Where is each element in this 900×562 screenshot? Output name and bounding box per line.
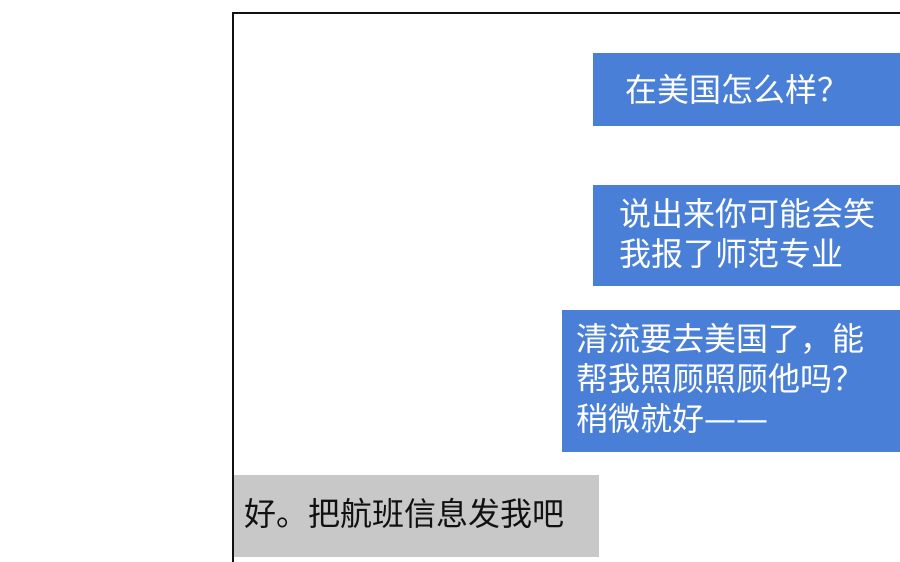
message-text: 帮我照顾照顾他吗？ (576, 360, 865, 398)
message-bubble-outgoing: 在美国怎么样？ (593, 53, 900, 126)
message-bubble-outgoing: 清流要去美国了，能 帮我照顾照顾他吗？ 稍微就好—— (562, 310, 900, 452)
message-text: 我报了师范专业 (619, 235, 844, 273)
message-text: 清流要去美国了，能 (576, 320, 865, 358)
message-bubble-incoming: 好。把航班信息发我吧 (234, 475, 599, 557)
message-text: 好。把航班信息发我吧 (244, 495, 565, 533)
message-text: 说出来你可能会笑 (619, 195, 876, 233)
message-text: 稍微就好—— (576, 400, 769, 438)
message-bubble-outgoing: 说出来你可能会笑 我报了师范专业 (593, 185, 900, 286)
message-text: 在美国怎么样？ (625, 71, 850, 109)
